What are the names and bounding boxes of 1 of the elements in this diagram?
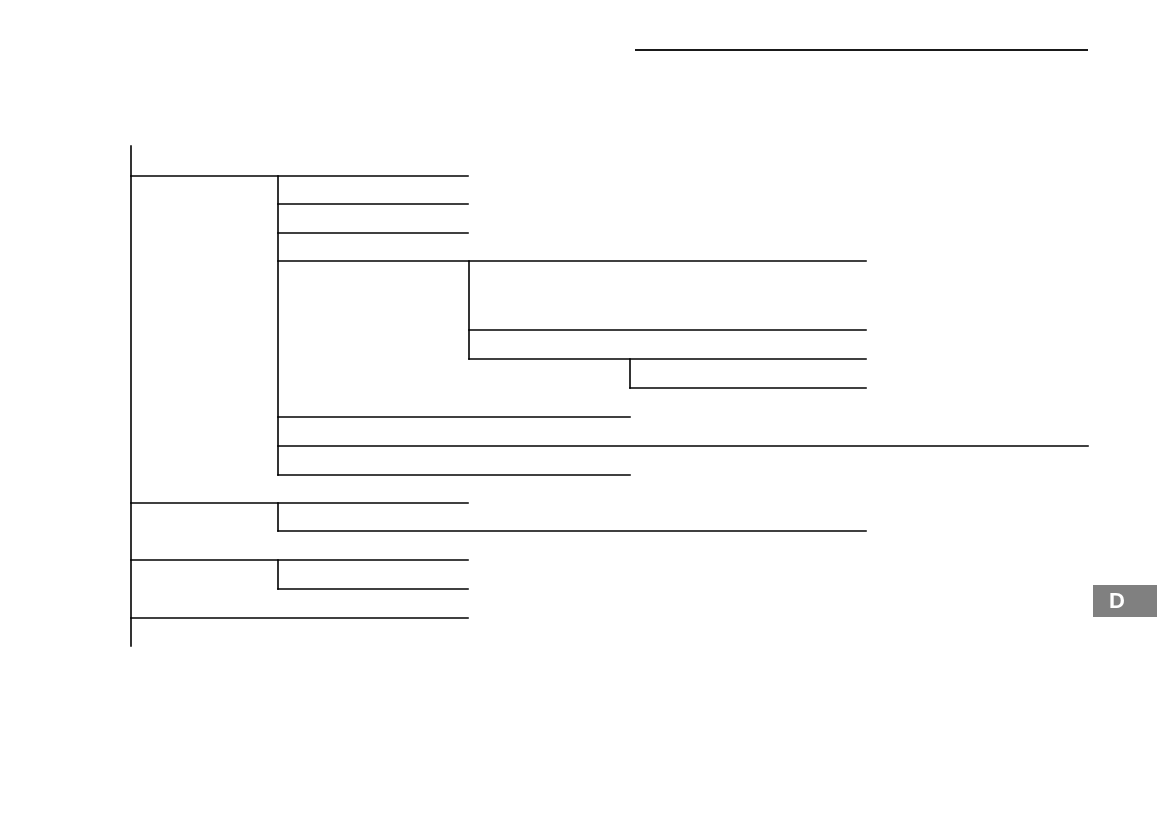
section-tab: D [1093, 585, 1157, 617]
